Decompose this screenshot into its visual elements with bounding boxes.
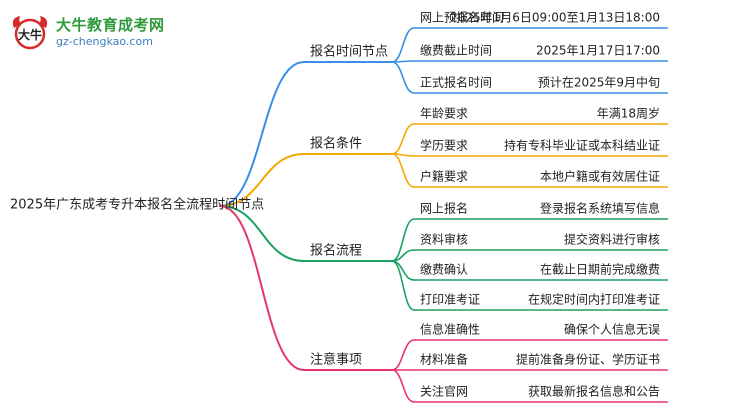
leaf-label-process-3: 打印准考证	[420, 293, 480, 307]
root-node-label: 2025年广东成考专升本报名全流程时间节点	[10, 197, 264, 213]
leaf-label-process-0: 网上报名	[420, 201, 468, 216]
leaf-value-process-2: 在截止日期前完成缴费	[540, 262, 660, 277]
leaf-label-condition-2: 户籍要求	[420, 169, 468, 184]
connector-root-condition	[219, 153, 305, 207]
leaf-value-condition-1: 持有专科毕业证或本科结业证	[504, 138, 660, 153]
leaf-label-condition-0: 年龄要求	[420, 107, 468, 121]
leaf-value-time-2: 预计在2025年9月中旬	[538, 75, 660, 90]
logo-url: gz-chengkao.com	[56, 35, 153, 48]
branch-label-notice: 注意事项	[310, 352, 362, 368]
connector-root-notice	[219, 205, 305, 371]
leaf-label-notice-0: 信息准确性	[420, 322, 480, 337]
connector-notice-2	[391, 369, 415, 403]
leaf-value-process-0: 登录报名系统填写信息	[540, 201, 660, 216]
leaf-label-time-2: 正式报名时间	[420, 75, 492, 90]
leaf-value-condition-0: 年满18周岁	[597, 106, 660, 121]
leaf-label-time-1: 缴费截止时间	[420, 43, 492, 58]
connector-process-0	[391, 218, 415, 262]
leaf-value-process-1: 提交资料进行审核	[564, 232, 660, 247]
connector-time-0	[391, 27, 415, 63]
connector-root-process	[219, 205, 305, 262]
leaf-label-process-2: 缴费确认	[420, 262, 468, 277]
branch-label-condition: 报名条件	[310, 136, 362, 152]
connector-root-time	[219, 61, 305, 207]
connector-time-2	[391, 61, 415, 94]
leaf-value-time-0: 2025年1月6日09:00至1月13日18:00	[450, 11, 660, 25]
connector-notice-0	[391, 339, 415, 371]
leaf-value-notice-2: 获取最新报名信息和公告	[528, 384, 660, 399]
logo-title: 大牛教育成考网	[56, 16, 165, 34]
leaf-label-notice-1: 材料准备	[420, 353, 468, 367]
branch-label-process: 报名流程	[310, 243, 362, 259]
leaf-label-notice-2: 关注官网	[420, 384, 468, 399]
leaf-value-notice-1: 提前准备身份证、学历证书	[516, 352, 660, 367]
leaf-value-notice-0: 确保个人信息无误	[564, 322, 660, 337]
leaf-value-condition-2: 本地户籍或有效居住证	[540, 169, 660, 184]
leaf-label-process-1: 资料审核	[420, 232, 468, 247]
site-logo[interactable]: 大牛 大牛教育成考网 gz-chengkao.com	[8, 10, 178, 54]
bull-logo-icon: 大牛	[12, 16, 48, 50]
logo-badge-text: 大牛	[18, 27, 42, 42]
connector-process-3	[391, 260, 415, 311]
leaf-label-time-0: 网上预报名时间	[420, 10, 504, 25]
branch-label-time: 报名时间节点	[310, 44, 388, 60]
leaf-label-condition-1: 学历要求	[420, 138, 468, 153]
connector-condition-0	[391, 123, 415, 155]
connector-condition-2	[391, 153, 415, 188]
leaf-value-time-1: 2025年1月17日17:00	[536, 44, 660, 58]
leaf-value-process-3: 在规定时间内打印准考证	[528, 292, 660, 307]
